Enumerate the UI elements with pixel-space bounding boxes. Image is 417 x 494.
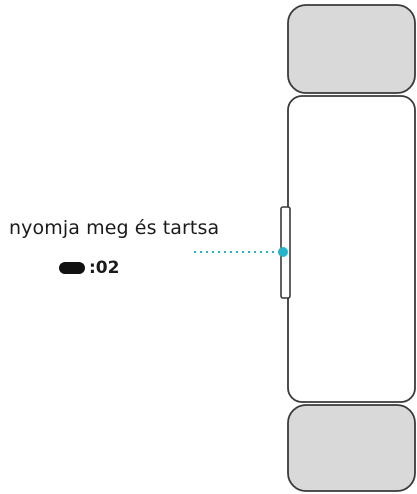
button-pill-icon [59, 262, 85, 274]
hold-duration-value: :02 [89, 258, 120, 278]
press-and-hold-label: nyomja meg és tartsa [9, 217, 220, 239]
bottom-band-segment [287, 404, 416, 492]
tracker-body [287, 95, 416, 403]
top-band-segment [287, 4, 416, 94]
hold-duration: :02 [59, 258, 119, 278]
pointer-dot [278, 247, 288, 257]
